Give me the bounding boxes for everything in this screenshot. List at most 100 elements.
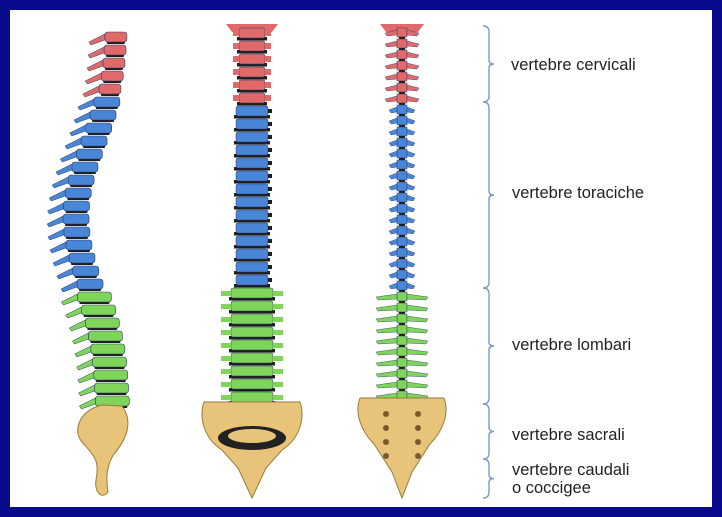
transverse-posterior (407, 96, 419, 102)
vertebra-lateral-thoracic (90, 110, 116, 120)
process-lateral (48, 229, 64, 240)
transverse-posterior (376, 327, 397, 333)
vertebra-lateral-thoracic (65, 188, 91, 198)
transverse-posterior (389, 140, 397, 146)
transverse-posterior (389, 272, 397, 278)
vertebra-anterior-thoracic (236, 119, 268, 129)
gap-posterior (399, 301, 405, 303)
spinous-posterior-cervical (397, 61, 407, 70)
spinous-posterior-thoracic (397, 248, 407, 257)
spinous-posterior-lumbar (397, 336, 407, 345)
transverse-posterior (407, 184, 415, 190)
process-anterior (221, 343, 231, 348)
gap-posterior (399, 246, 405, 248)
process-anterior (221, 382, 231, 387)
gap-posterior (399, 323, 405, 325)
spinous-posterior-cervical (397, 83, 407, 92)
vertebra-anterior-cervical (239, 80, 265, 90)
gap-posterior (399, 268, 405, 270)
process-lateral (65, 138, 81, 149)
diagram-frame: vertebre cervicali vertebre toraciche ve… (10, 10, 712, 507)
process-lateral (88, 47, 104, 58)
process-anterior (265, 56, 271, 62)
gap-posterior (399, 191, 405, 193)
vertebra-lateral-lumbar (95, 396, 129, 406)
vertebra-anterior-thoracic (236, 223, 268, 233)
process-anterior (221, 356, 231, 361)
sacral-body-anterior (228, 429, 276, 443)
spinous-posterior-lumbar (397, 292, 407, 301)
spinous-posterior-thoracic (397, 149, 407, 158)
gap-posterior (399, 334, 405, 336)
process-anterior (265, 69, 271, 75)
spinous-posterior-lumbar (397, 358, 407, 367)
transverse-posterior (385, 85, 397, 91)
gap-posterior (399, 279, 405, 281)
sacral-foramen (415, 439, 421, 445)
process-lateral (57, 268, 73, 279)
transverse-posterior (389, 162, 397, 168)
transverse-posterior (407, 85, 419, 91)
process-anterior (273, 395, 283, 400)
vertebra-lateral-thoracic (86, 123, 112, 133)
vertebra-anterior-thoracic (236, 236, 268, 246)
transverse-posterior (376, 349, 397, 355)
process-lateral (75, 346, 91, 357)
process-lateral (74, 112, 90, 123)
rib-facet-anterior (268, 135, 272, 139)
transverse-posterior (407, 162, 415, 168)
vertebra-lateral-thoracic (72, 162, 98, 172)
transverse-posterior (385, 74, 397, 80)
sacral-foramen (415, 411, 421, 417)
transverse-posterior (407, 327, 428, 333)
rib-facet-anterior (268, 187, 272, 191)
gap-posterior (399, 257, 405, 259)
sacrum-lateral (78, 405, 128, 495)
vertebra-anterior-thoracic (236, 249, 268, 259)
gap-posterior (399, 378, 405, 380)
sacrum-posterior (358, 398, 446, 498)
process-lateral (78, 99, 94, 110)
transverse-posterior (385, 63, 397, 69)
gap-posterior (399, 125, 405, 127)
process-anterior (265, 30, 271, 36)
transverse-posterior (407, 349, 428, 355)
process-lateral (61, 294, 77, 305)
spinous-posterior-thoracic (397, 138, 407, 147)
spinous-posterior-thoracic (397, 182, 407, 191)
process-lateral (87, 60, 103, 71)
vertebra-lateral-thoracic (66, 240, 92, 250)
process-anterior (273, 356, 283, 361)
transverse-posterior (385, 41, 397, 47)
spinous-posterior-thoracic (397, 215, 407, 224)
process-anterior (233, 95, 239, 101)
transverse-posterior (407, 272, 415, 278)
rib-facet-anterior (268, 226, 272, 230)
transverse-posterior (407, 305, 428, 311)
vertebra-anterior-thoracic (236, 262, 268, 272)
process-anterior (273, 330, 283, 335)
transverse-posterior (407, 74, 419, 80)
process-lateral (60, 151, 76, 162)
spinous-posterior-thoracic (397, 127, 407, 136)
transverse-posterior (407, 118, 415, 124)
spinous-posterior-lumbar (397, 303, 407, 312)
vertebra-lateral-lumbar (94, 370, 128, 380)
bracket-thoracic (483, 102, 494, 288)
sacral-foramen (415, 425, 421, 431)
spinous-posterior-lumbar (397, 347, 407, 356)
gap-posterior (399, 114, 405, 116)
bracket-coccygeal (483, 459, 494, 498)
vertebra-lateral-thoracic (81, 136, 107, 146)
process-lateral (61, 281, 77, 292)
rib-facet-anterior (268, 278, 272, 282)
rib-facet-anterior (268, 148, 272, 152)
transverse-posterior (385, 96, 397, 102)
bracket-lumbar (483, 288, 494, 404)
process-anterior (273, 291, 283, 296)
sacral-foramen (383, 439, 389, 445)
transverse-posterior (407, 250, 415, 256)
vertebra-anterior-thoracic (236, 158, 268, 168)
gap-posterior (399, 213, 405, 215)
process-lateral (85, 73, 101, 84)
